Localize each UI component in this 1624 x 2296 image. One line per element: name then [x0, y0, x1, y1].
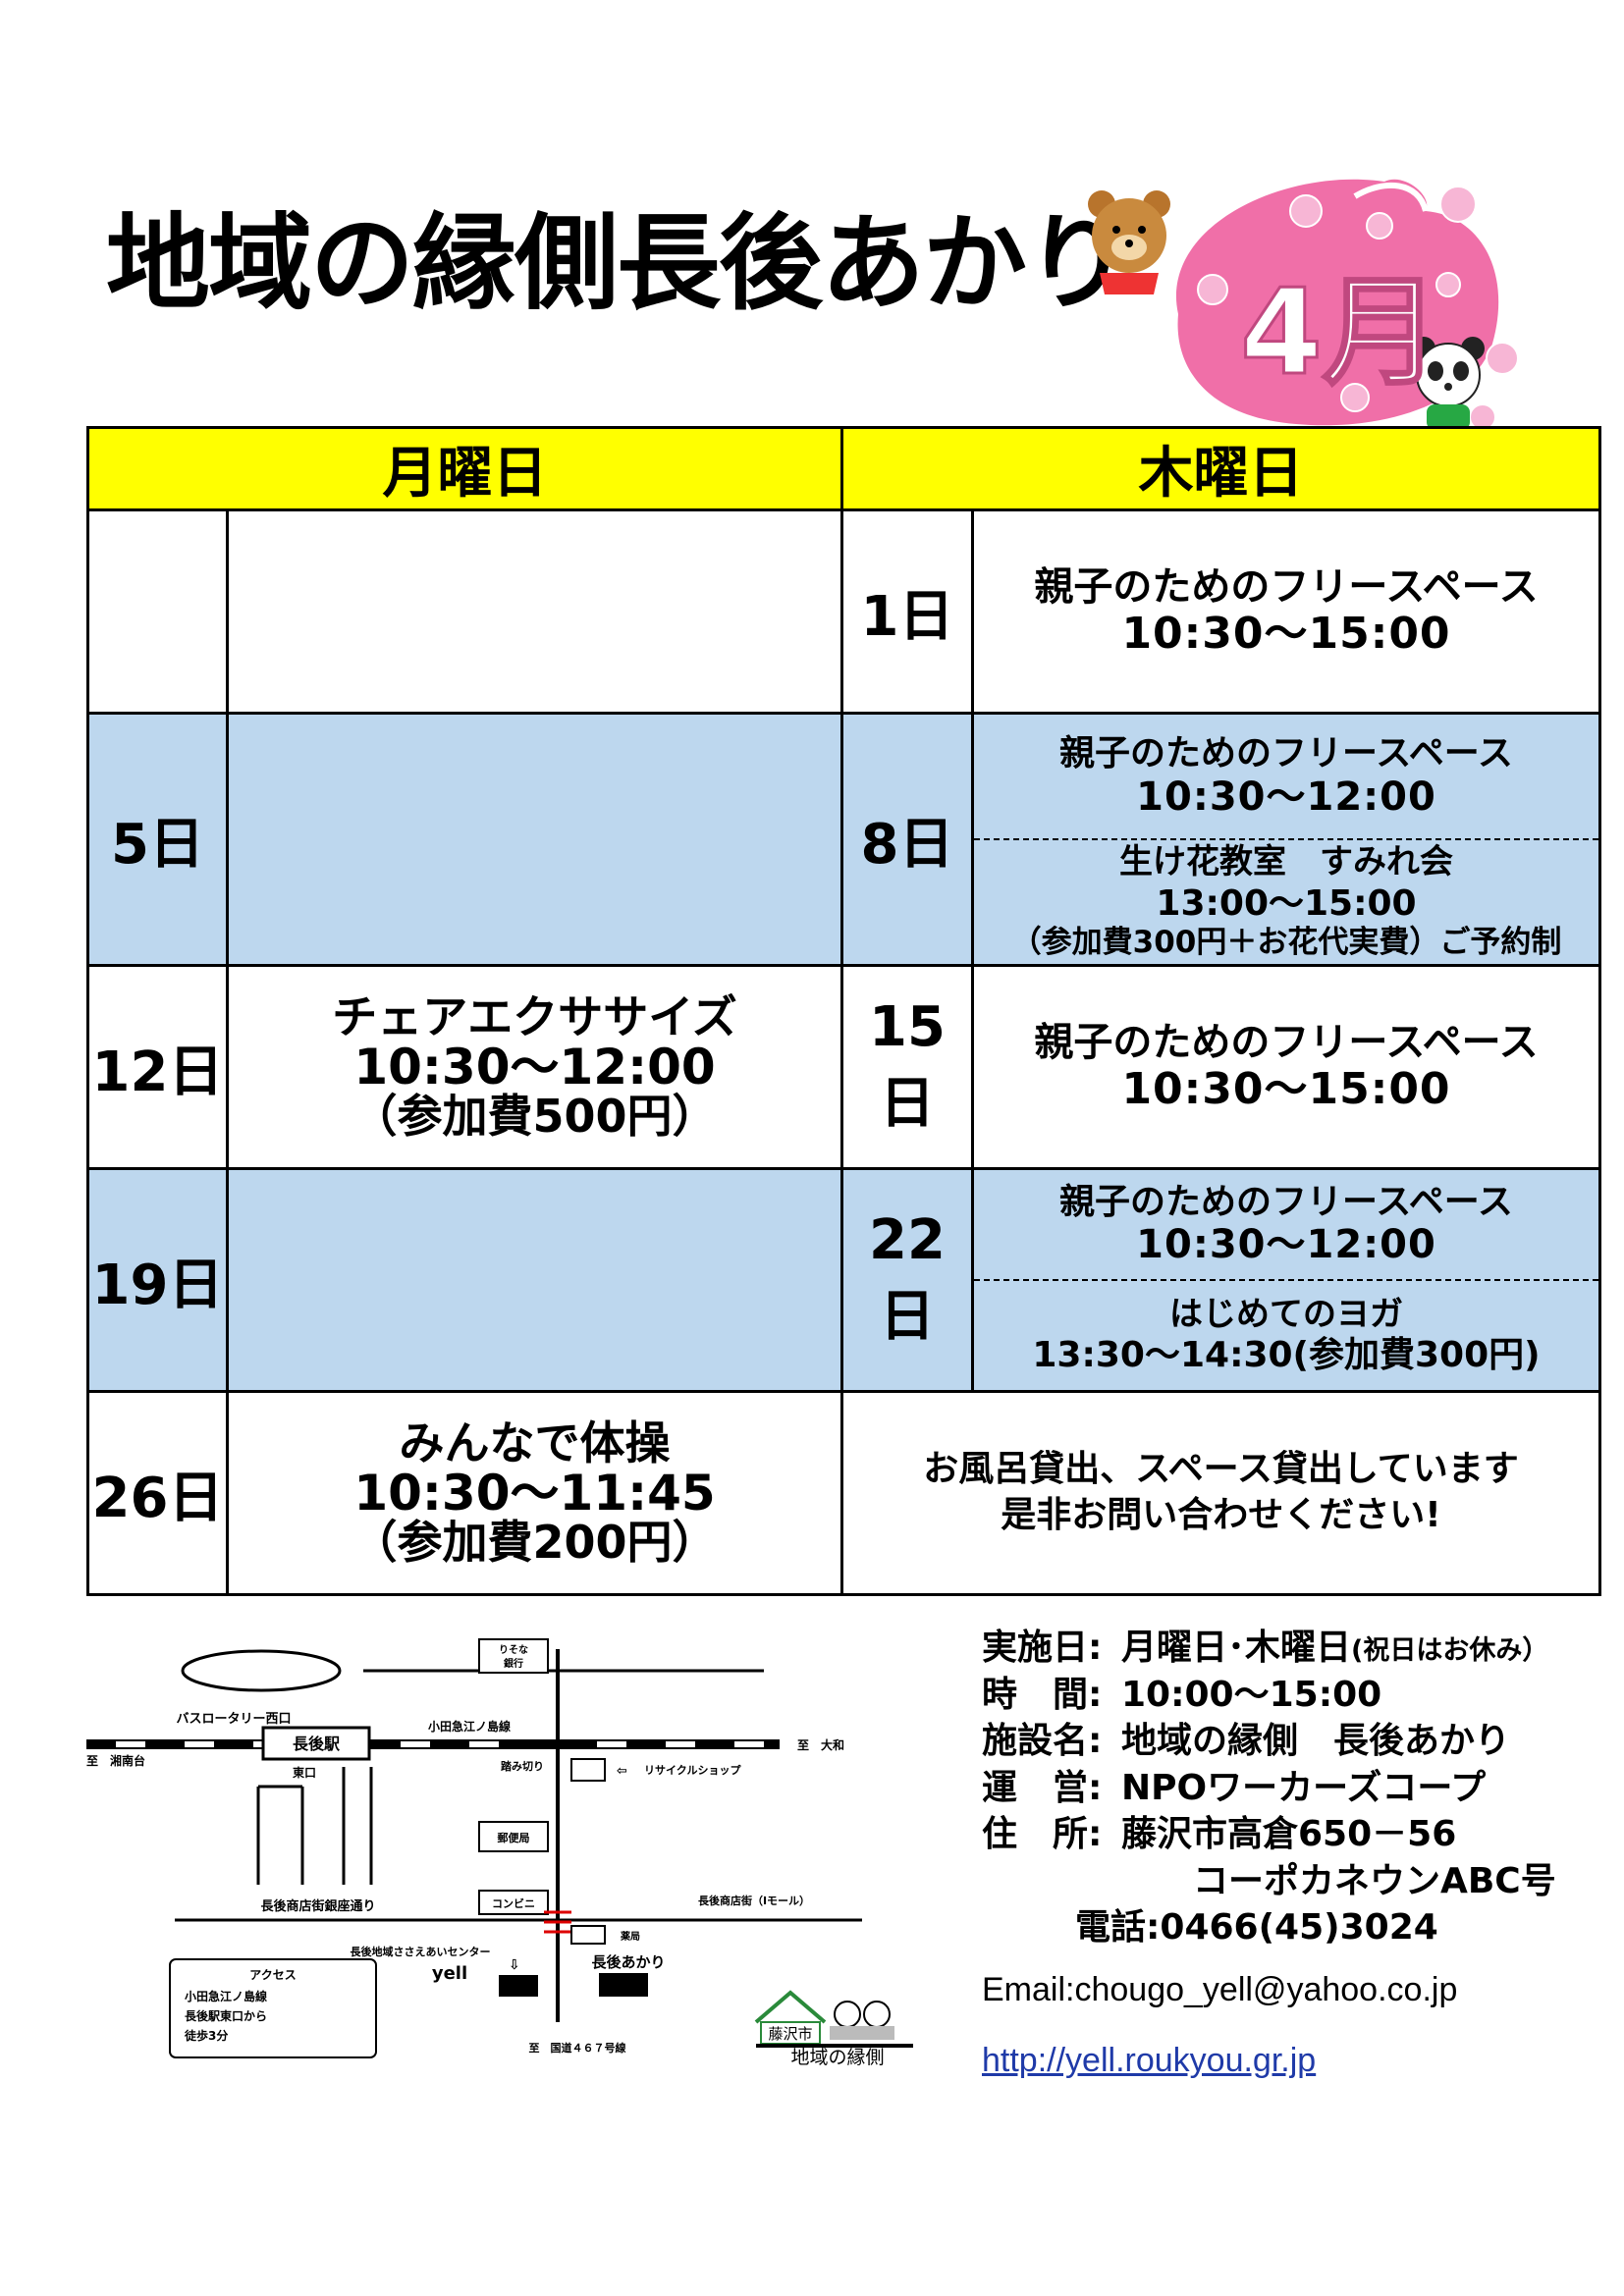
post-office-label: 郵便局 [498, 1831, 530, 1844]
monday-date [86, 508, 229, 715]
logo-name: 地域の縁側 [790, 2047, 884, 2068]
info-operator: 運 営:NPOワーカーズコープ [982, 1767, 1487, 1808]
access-title: アクセス [249, 1968, 296, 1982]
access-line: 小田急江ノ島線 [185, 1989, 267, 2003]
route-direction-label: 至 国道４６７号線 [529, 2041, 626, 2055]
bank-label-2: 銀行 [504, 1657, 523, 1670]
table-row: 1日 親子のためのフリースペース 10:30～15:00 [86, 508, 1601, 715]
direction-yamato: 至 大和 [797, 1737, 844, 1752]
monday-event: チェアエクササイズ 10:30～12:00 （参加費500円） [226, 964, 843, 1170]
panda-icon [1412, 337, 1485, 430]
month-badge: 4月 [1088, 179, 1519, 431]
event-time: 10:30～12:00 [353, 1038, 716, 1095]
info-phone: 電話:0466(45)3024 [1075, 1907, 1438, 1949]
event-fee: （参加費500円） [352, 1090, 718, 1144]
bank-label: りそな [499, 1644, 528, 1656]
event-name: 親子のためのフリースペース [1034, 1019, 1539, 1065]
month-label: 4月 [1240, 265, 1440, 401]
table-header-row: 月曜日 木曜日 [86, 426, 1601, 511]
event-time: 10:30～12:00 [1136, 1222, 1436, 1268]
event-name: 生け花教室 すみれ会 [1119, 842, 1453, 882]
event-block: 生け花教室 すみれ会 13:00～15:00 （参加費300円＋お花代実費）ご予… [974, 838, 1598, 964]
thursday-event: 親子のためのフリースペース 10:30～12:00 生け花教室 すみれ会 13:… [971, 712, 1601, 967]
monday-date: 5日 [86, 712, 229, 967]
akari-label: 長後あかり [591, 1953, 665, 1971]
event-time: 10:30～15:00 [1121, 1063, 1451, 1114]
crossing-label: 踏み切り [501, 1759, 544, 1773]
crosswalk-icon [544, 1910, 571, 1934]
schedule-table: 月曜日 木曜日 1日 親子のためのフリースペース 10:30～15:00 5日 … [86, 426, 1601, 1596]
event-name: 親子のためのフリースペース [1034, 563, 1539, 610]
event-fee: （参加費200円） [352, 1516, 718, 1570]
station-label: 長後駅 [293, 1735, 341, 1753]
monday-event [226, 1167, 843, 1393]
table-row: 19日 22日 親子のためのフリースペース 10:30～12:00 はじめてのヨ… [86, 1167, 1601, 1393]
event-name: はじめてのヨガ [1169, 1294, 1403, 1334]
recycle-shop-label: リサイクルショップ [644, 1763, 741, 1777]
city-logo: 藤沢市 地域の縁側 [754, 1990, 913, 2068]
event-block: 親子のためのフリースペース 10:30～12:00 [974, 1170, 1598, 1279]
event-time: 10:30～15:00 [1121, 608, 1451, 659]
monday-event: みんなで体操 10:30～11:45 （参加費200円） [226, 1390, 843, 1596]
email-address: Email:chougo_yell@yahoo.co.jp [982, 1971, 1458, 2008]
monday-date: 19日 [86, 1167, 229, 1393]
event-block: 親子のためのフリースペース 10:30～12:00 [974, 715, 1598, 838]
convenience-store-label: コンビニ [492, 1896, 535, 1910]
message-line: お風呂貸出、スペース貸出しています [923, 1449, 1519, 1490]
thursday-event: 親子のためのフリースペース 10:30～15:00 [971, 508, 1601, 715]
event-time: 13:30～14:30(参加費300円) [1032, 1335, 1541, 1376]
center-label: 長後地域ささえあいセンター [351, 1945, 491, 1958]
pharmacy-label: 薬局 [620, 1930, 640, 1943]
access-map: りそな 銀行 バスロータリー西口 小田急江ノ島線 長後駅 至 湘南台 至 大和 … [86, 1638, 862, 2058]
message-line: 是非お問い合わせください! [1001, 1495, 1441, 1535]
east-exit-label: 東口 [293, 1765, 316, 1780]
direction-shonandai: 至 湘南台 [86, 1753, 145, 1768]
thursday-event: 親子のためのフリースペース 10:30～15:00 [971, 964, 1601, 1170]
thursday-event: 親子のためのフリースペース 10:30～12:00 はじめてのヨガ 13:30～… [971, 1167, 1601, 1393]
info-facility: 施設名:地域の縁側 長後あかり [982, 1721, 1511, 1762]
access-line: 徒歩3分 [184, 2028, 228, 2043]
info-address: 住 所:藤沢市高倉650－56 [982, 1814, 1457, 1855]
thursday-date: 8日 [840, 712, 974, 967]
event-name: 親子のためのフリースペース [1059, 733, 1513, 774]
arrow-icon: ⇦ [617, 1764, 627, 1779]
page-title: 地域の縁側長後あかり [106, 203, 1129, 324]
website-link[interactable]: http://yell.roukyou.gr.jp [982, 2042, 1317, 2079]
table-row: 26日 みんなで体操 10:30～11:45 （参加費200円） お風呂貸出、ス… [86, 1390, 1601, 1596]
thursday-message: お風呂貸出、スペース貸出しています 是非お問い合わせください! [840, 1390, 1601, 1596]
info-panel: 実施日:月曜日･木曜日(祝日はお休み） 時 間:10:00～15:00 施設名:… [982, 1625, 1556, 1951]
event-time: 10:30～11:45 [353, 1464, 716, 1522]
rail-line-label: 小田急江ノ島線 [428, 1719, 511, 1734]
thursday-date: 15日 [840, 964, 974, 1170]
monday-date: 12日 [86, 964, 229, 1170]
table-row: 5日 8日 親子のためのフリースペース 10:30～12:00 生け花教室 すみ… [86, 712, 1601, 967]
monday-header: 月曜日 [86, 426, 843, 511]
arrow-down-icon: ⇩ [509, 1957, 520, 1973]
bus-rotary-label: バスロータリー西口 [176, 1712, 291, 1727]
info-days: 実施日:月曜日･木曜日(祝日はお休み） [982, 1628, 1549, 1668]
access-line: 長後駅東口から [185, 2008, 267, 2023]
logo-city: 藤沢市 [768, 2025, 812, 2043]
event-time: 13:00～15:00 [1156, 883, 1417, 925]
thursday-date: 1日 [840, 508, 974, 715]
monday-event [226, 712, 843, 967]
bear-icon [1088, 190, 1170, 294]
event-name: 親子のためのフリースペース [1059, 1181, 1513, 1222]
thursday-date: 22日 [840, 1167, 974, 1393]
imall-label: 長後商店街（Iモール） [698, 1894, 810, 1907]
info-address-2: コーポカネウンABC号 [1193, 1860, 1556, 1901]
event-block: はじめてのヨガ 13:30～14:30(参加費300円) [974, 1279, 1598, 1390]
event-name: チェアエクササイズ [332, 990, 737, 1044]
info-time: 時 間:10:00～15:00 [982, 1674, 1382, 1715]
street-label: 長後商店街銀座通り [260, 1898, 375, 1914]
monday-date: 26日 [86, 1390, 229, 1596]
monday-event [226, 508, 843, 715]
yell-label: yell [432, 1963, 467, 1984]
event-note: （参加費300円＋お花代実費）ご予約制 [1010, 925, 1562, 961]
event-name: みんなで体操 [399, 1416, 671, 1470]
event-time: 10:30～12:00 [1136, 774, 1436, 820]
table-row: 12日 チェアエクササイズ 10:30～12:00 （参加費500円） 15日 … [86, 964, 1601, 1170]
thursday-header: 木曜日 [840, 426, 1601, 511]
